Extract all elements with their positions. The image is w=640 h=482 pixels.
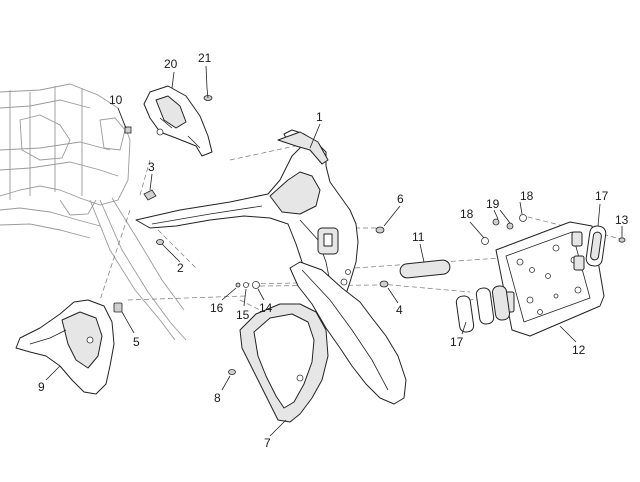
callout-17-right: 17 bbox=[595, 189, 609, 203]
part-10-clip bbox=[124, 126, 132, 134]
part-7-mudguard bbox=[239, 261, 407, 423]
part-15-washer bbox=[243, 282, 249, 288]
part-16-nut bbox=[235, 282, 241, 288]
callout-11: 11 bbox=[412, 230, 425, 244]
callout-19: 19 bbox=[486, 197, 500, 211]
part-1-rear-shield bbox=[135, 129, 359, 331]
part-12-plate-holder bbox=[495, 221, 605, 337]
callout-15: 15 bbox=[236, 308, 250, 322]
part-18-nut-right bbox=[519, 214, 527, 222]
vehicle-frame bbox=[0, 83, 187, 341]
part-17-buffer-left bbox=[455, 285, 511, 333]
callout-14: 14 bbox=[259, 301, 273, 315]
callout-20: 20 bbox=[164, 57, 178, 71]
part-18-nut-left bbox=[481, 237, 489, 245]
part-11-reflector bbox=[399, 259, 451, 279]
part-4-nut bbox=[379, 280, 389, 288]
callout-10: 10 bbox=[109, 93, 123, 107]
callout-labels: 1 2 3 4 5 6 7 8 9 10 11 12 13 14 15 16 1… bbox=[38, 51, 629, 450]
callout-18-left: 18 bbox=[460, 207, 474, 221]
callout-21: 21 bbox=[198, 51, 212, 65]
callout-5: 5 bbox=[133, 335, 140, 349]
callout-9: 9 bbox=[38, 380, 45, 394]
part-3-clip bbox=[143, 189, 157, 201]
callout-8: 8 bbox=[214, 391, 221, 405]
part-13-screw bbox=[618, 237, 626, 243]
callout-18-right: 18 bbox=[520, 189, 534, 203]
callout-1: 1 bbox=[316, 110, 323, 124]
part-19-nuts bbox=[492, 218, 514, 230]
callout-4: 4 bbox=[396, 303, 403, 317]
part-8-screw bbox=[228, 369, 236, 375]
callout-13: 13 bbox=[615, 213, 629, 227]
callout-12: 12 bbox=[572, 343, 586, 357]
callout-2: 2 bbox=[177, 261, 184, 275]
callout-16: 16 bbox=[210, 301, 224, 315]
callout-6: 6 bbox=[397, 192, 404, 206]
part-20-upper-cover bbox=[143, 85, 213, 157]
part-17-buffer-right bbox=[585, 225, 607, 267]
callout-3: 3 bbox=[148, 160, 155, 174]
callout-17-left: 17 bbox=[450, 335, 464, 349]
part-9-inner-cover bbox=[15, 299, 115, 395]
part-21-screw bbox=[203, 87, 213, 101]
callout-7: 7 bbox=[264, 436, 271, 450]
part-6-screw bbox=[375, 226, 385, 234]
part-2-screw bbox=[156, 239, 164, 245]
callout-leaders bbox=[45, 65, 623, 437]
part-14-washer bbox=[252, 281, 260, 289]
part-5-clip bbox=[113, 302, 123, 313]
